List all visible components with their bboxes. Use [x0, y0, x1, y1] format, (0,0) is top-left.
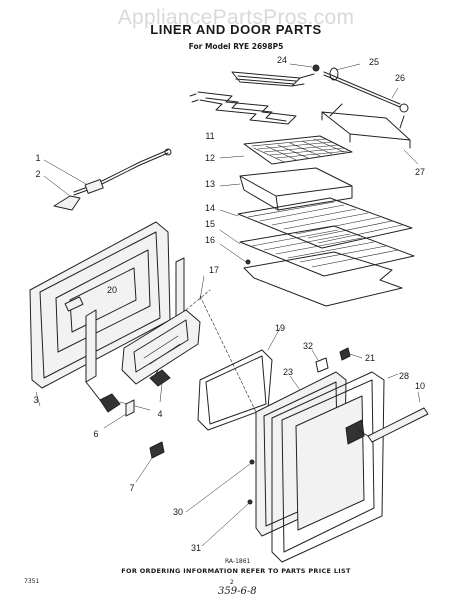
bake-element — [189, 91, 297, 125]
door-stop-bumper — [339, 347, 363, 361]
rotisserie-rod — [323, 63, 409, 113]
broil-element — [231, 71, 315, 87]
left-code: 7351 — [24, 578, 40, 585]
callout-21: 21 — [364, 353, 376, 363]
callout-12: 12 — [204, 153, 216, 163]
door-handle — [345, 391, 429, 445]
callout-2: 2 — [35, 169, 41, 179]
hinge-screw — [135, 441, 165, 483]
callout-15: 15 — [204, 219, 216, 229]
broil-pan-grid — [219, 135, 353, 165]
diagram-title: LINER AND DOOR PARTS — [150, 22, 322, 37]
callout-26: 26 — [394, 73, 406, 83]
drawing-code: RA-1861 — [225, 558, 251, 565]
oven-light-assembly — [43, 148, 172, 211]
callout-10: 10 — [414, 381, 426, 391]
oven-door-panel — [29, 221, 171, 407]
broil-pan — [219, 167, 353, 211]
door-window-glass — [121, 275, 211, 385]
handwritten-note: 359-6-8 — [218, 586, 257, 597]
door-latch-clip — [311, 349, 329, 373]
callout-3: 3 — [33, 395, 39, 405]
callout-6: 6 — [93, 429, 99, 439]
hinge-clip — [103, 399, 135, 429]
callout-31: 31 — [190, 543, 202, 553]
callout-24: 24 — [276, 55, 288, 65]
callout-20: 20 — [106, 285, 118, 295]
callout-19: 19 — [274, 323, 286, 333]
callout-25: 25 — [368, 57, 380, 67]
callout-27: 27 — [414, 167, 426, 177]
callout-1: 1 — [35, 153, 41, 163]
rotisserie-rack — [321, 103, 419, 165]
callout-14: 14 — [204, 203, 216, 213]
page-number: 2 — [230, 579, 234, 586]
callout-13: 13 — [204, 179, 216, 189]
watermark: AppliancePartsPros.com — [117, 6, 355, 29]
callout-4: 4 — [157, 409, 163, 419]
screw-part — [289, 63, 320, 72]
door-screws — [185, 459, 255, 547]
callout-23: 23 — [282, 367, 294, 377]
oven-rack-upper — [219, 197, 413, 249]
model-subtitle: For Model RYE 2698P5 — [188, 42, 284, 51]
callout-32: 32 — [302, 341, 314, 351]
callout-16: 16 — [204, 235, 216, 245]
callout-17: 17 — [208, 265, 220, 275]
callout-11: 11 — [205, 131, 215, 141]
callout-28: 28 — [398, 371, 410, 381]
callout-7: 7 — [129, 483, 135, 493]
door-hinge-left — [85, 309, 121, 413]
ordering-footer: FOR ORDERING INFORMATION REFER TO PARTS … — [121, 567, 351, 575]
oven-bottom-panel — [219, 243, 403, 307]
oven-rack-lower — [219, 225, 415, 277]
callout-30: 30 — [172, 507, 184, 517]
